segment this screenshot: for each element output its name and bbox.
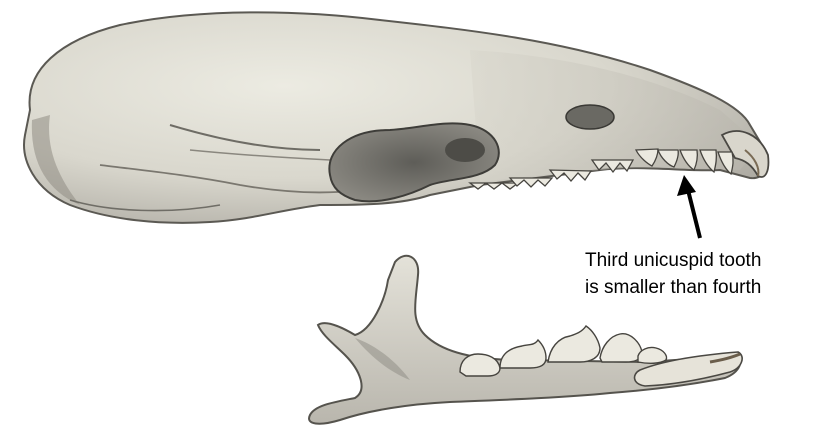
cranium [24,12,768,222]
annotation-caption: Third unicuspid tooth is smaller than fo… [585,247,839,301]
pointer-arrow [677,175,700,238]
caption-line-1: Third unicuspid tooth [585,247,839,274]
caption-line-2: is smaller than fourth [585,274,839,301]
